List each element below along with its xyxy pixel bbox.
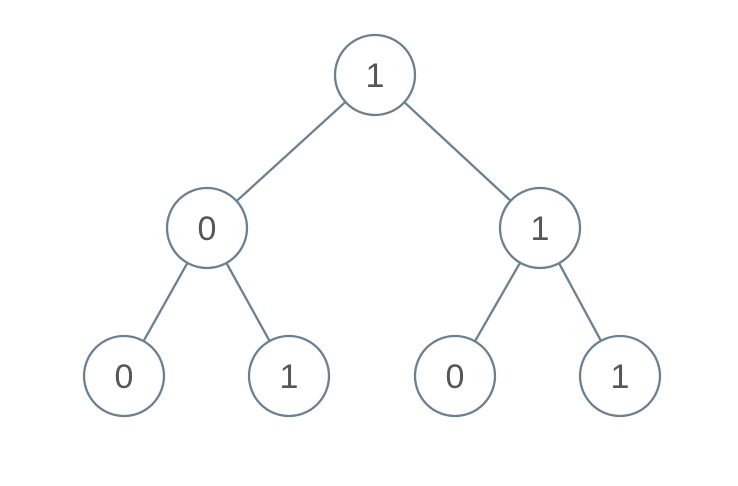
tree-edge-root-to-n-r	[403, 101, 512, 202]
node-label-n-rl: 0	[446, 358, 465, 396]
node-circle-n-lr	[247, 334, 331, 418]
tree-node-n-ll: 0	[82, 334, 166, 418]
node-label-n-rr: 1	[611, 358, 630, 396]
node-circle-n-ll	[82, 334, 166, 418]
tree-node-root: 1	[333, 33, 417, 117]
nodes-group: 1 0 1 0 1 0 1	[82, 33, 662, 418]
node-circle-n-rl	[413, 334, 497, 418]
node-label-n-lr: 1	[280, 358, 299, 396]
tree-node-n-lr: 1	[247, 334, 331, 418]
node-label-n-ll: 0	[115, 358, 134, 396]
tree-node-n-rr: 1	[578, 334, 662, 418]
tree-node-n-rl: 0	[413, 334, 497, 418]
node-label-root: 1	[366, 57, 385, 95]
node-circle-n-rr	[578, 334, 662, 418]
tree-edge-root-to-n-l	[235, 100, 347, 203]
tree-edge-n-l-to-n-ll	[142, 261, 189, 343]
tree-node-n-r: 1	[498, 186, 582, 270]
tree-edge-n-l-to-n-lr	[225, 261, 271, 343]
tree-edge-n-r-to-n-rr	[557, 262, 603, 342]
tree-edge-n-r-to-n-rl	[473, 261, 522, 343]
node-label-n-r: 1	[531, 210, 550, 248]
node-label-n-l: 0	[198, 210, 217, 248]
node-circle-root	[333, 33, 417, 117]
node-circle-n-l	[165, 186, 249, 270]
node-circle-n-r	[498, 186, 582, 270]
edges-group	[142, 100, 603, 343]
tree-node-n-l: 0	[165, 186, 249, 270]
